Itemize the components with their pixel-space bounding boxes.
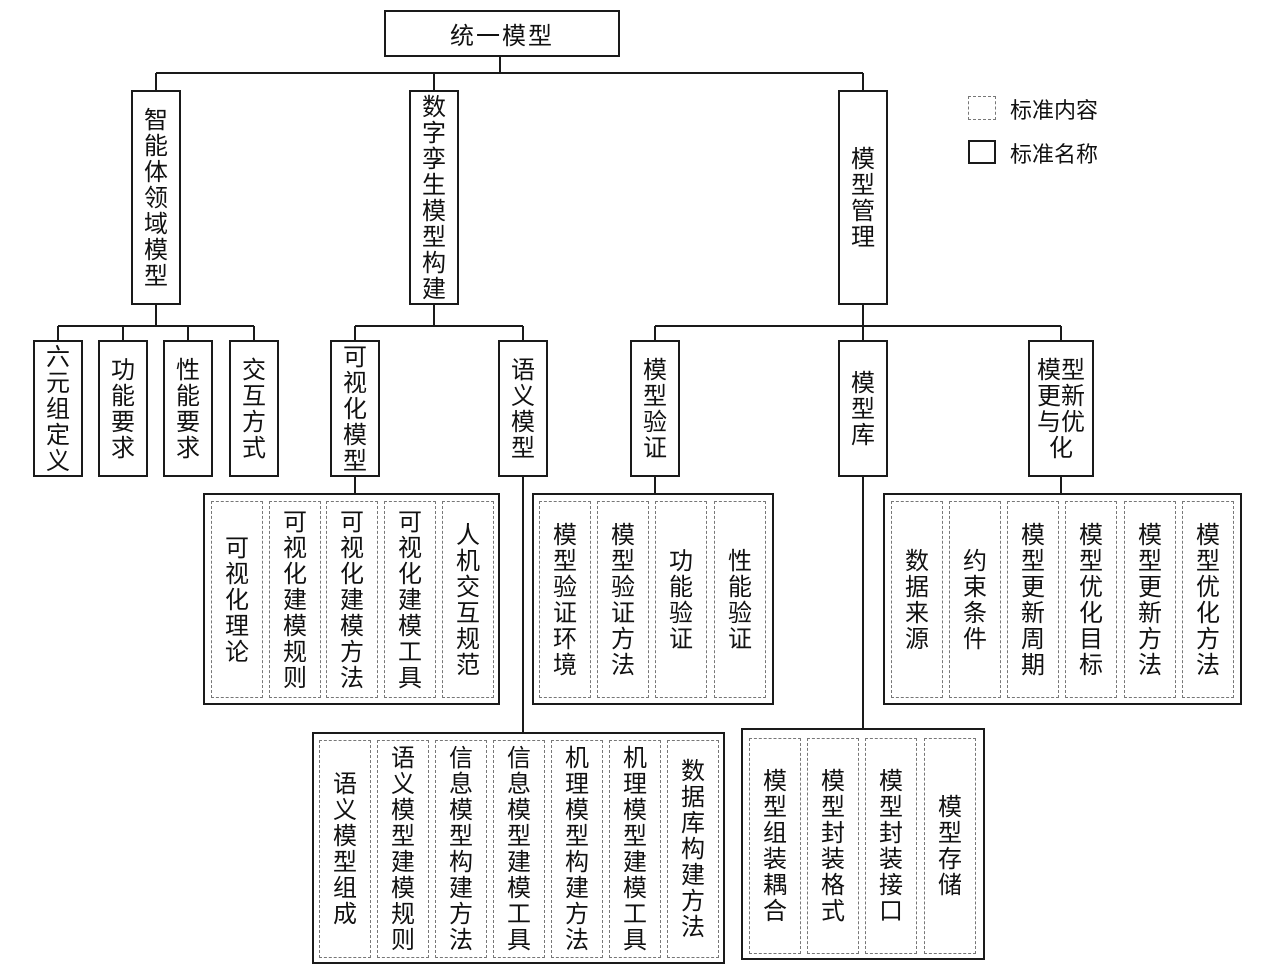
content-item-label: 可视化理论 (225, 533, 249, 666)
visual-model-node: 可视化模型 (330, 340, 380, 477)
content-item-label: 语义模型建模规则 (391, 744, 415, 954)
content-item: 功能验证 (655, 501, 707, 698)
content-item: 模型验证环境 (539, 501, 591, 698)
content-item-label: 模型验证环境 (553, 520, 577, 679)
content-item-label: 人机交互规范 (456, 520, 480, 679)
content-item: 机理模型构建方法 (551, 740, 603, 958)
model-update-node: 模型更新与优化 (1028, 340, 1094, 477)
content-item-label: 语义模型组成 (333, 770, 357, 928)
semantic-content-group: 语义模型组成 语义模型建模规则 信息模型构建方法 信息模型建模工具 机理模型构建… (312, 732, 725, 964)
legend-content-label: 标准内容 (1010, 99, 1099, 124)
model-library-node: 模型库 (838, 340, 888, 477)
content-item-label: 可视化建模方法 (340, 507, 364, 692)
model-management-label: 模型管理 (851, 144, 875, 251)
content-item-label: 模型存储 (938, 793, 962, 899)
content-item-label: 模型封装格式 (821, 767, 845, 925)
content-item-label: 模型更新周期 (1021, 520, 1045, 679)
semantic-model-node: 语义模型 (498, 340, 548, 477)
model-verification-label: 模型验证 (643, 355, 667, 462)
content-item: 模型组装耦合 (749, 738, 801, 954)
model-management-node: 模型管理 (838, 90, 888, 305)
content-item-label: 模型组装耦合 (763, 767, 787, 925)
legend-dashed-swatch (968, 96, 996, 120)
content-item-label: 模型优化方法 (1196, 520, 1220, 679)
content-item: 信息模型构建方法 (435, 740, 487, 958)
content-item-label: 模型验证方法 (611, 520, 635, 679)
library-content-group: 模型组装耦合 模型封装格式 模型封装接口 模型存储 (741, 728, 985, 960)
content-item-label: 机理模型构建方法 (565, 744, 589, 954)
content-item: 语义模型组成 (319, 740, 371, 958)
intelligent-child-node: 交互方式 (229, 340, 279, 477)
intelligent-child-label: 性能要求 (176, 355, 200, 462)
legend-name-label: 标准名称 (1010, 143, 1099, 168)
content-item: 人机交互规范 (442, 501, 494, 698)
content-item-label: 可视化建模规则 (283, 507, 307, 692)
content-item-label: 数据库构建方法 (681, 757, 705, 941)
content-item: 模型存储 (924, 738, 976, 954)
content-item: 模型优化目标 (1065, 501, 1117, 698)
content-item: 可视化建模方法 (326, 501, 378, 698)
content-item-label: 数据来源 (905, 546, 929, 653)
content-item: 模型更新方法 (1124, 501, 1176, 698)
content-item-label: 性能验证 (728, 546, 752, 653)
intelligent-child-label: 六元组定义 (46, 342, 70, 475)
semantic-model-label: 语义模型 (511, 355, 535, 462)
verification-content-group: 模型验证环境 模型验证方法 功能验证 性能验证 (532, 493, 774, 705)
content-item-label: 机理模型建模工具 (623, 744, 647, 954)
root-node: 统一模型 (384, 10, 620, 57)
content-item: 信息模型建模工具 (493, 740, 545, 958)
model-library-label: 模型库 (851, 368, 875, 449)
content-item: 模型封装接口 (865, 738, 917, 954)
content-item: 语义模型建模规则 (377, 740, 429, 958)
content-item-label: 模型更新方法 (1138, 520, 1162, 679)
intelligent-domain-node: 智能体领域模型 (131, 90, 181, 305)
content-item: 性能验证 (714, 501, 766, 698)
update-content-group: 数据来源 约束条件 模型更新周期 模型优化目标 模型更新方法 模型优化方法 (883, 493, 1242, 705)
visual-model-label: 可视化模型 (343, 342, 367, 475)
intelligent-child-label: 功能要求 (111, 355, 135, 462)
content-item: 模型验证方法 (597, 501, 649, 698)
root-label: 统一模型 (450, 22, 554, 50)
content-item: 机理模型建模工具 (609, 740, 661, 958)
content-item: 模型优化方法 (1182, 501, 1234, 698)
content-item-label: 信息模型建模工具 (507, 744, 531, 954)
model-update-label: 模型更新与优化 (1037, 355, 1085, 462)
content-item: 模型更新周期 (1007, 501, 1059, 698)
content-item: 可视化建模工具 (384, 501, 436, 698)
content-item: 可视化理论 (211, 501, 263, 698)
content-item: 可视化建模规则 (269, 501, 321, 698)
content-item-label: 模型封装接口 (879, 767, 903, 925)
content-item-label: 功能验证 (669, 546, 693, 653)
content-item: 约束条件 (949, 501, 1001, 698)
content-item: 数据来源 (891, 501, 943, 698)
intelligent-child-node: 性能要求 (163, 340, 213, 477)
legend-solid-swatch (968, 140, 996, 164)
digital-twin-node: 数字孪生模型构建 (409, 90, 459, 305)
content-item-label: 信息模型构建方法 (449, 744, 473, 954)
content-item-label: 约束条件 (963, 546, 987, 653)
intelligent-child-label: 交互方式 (242, 355, 266, 462)
content-item: 模型封装格式 (807, 738, 859, 954)
visual-content-group: 可视化理论 可视化建模规则 可视化建模方法 可视化建模工具 人机交互规范 (203, 493, 500, 705)
model-verification-node: 模型验证 (630, 340, 680, 477)
content-item: 数据库构建方法 (667, 740, 719, 958)
content-item-label: 可视化建模工具 (398, 507, 422, 692)
content-item-label: 模型优化目标 (1079, 520, 1103, 679)
intelligent-child-node: 六元组定义 (33, 340, 83, 477)
digital-twin-label: 数字孪生模型构建 (422, 92, 446, 303)
intelligent-child-node: 功能要求 (98, 340, 148, 477)
intelligent-domain-label: 智能体领域模型 (144, 105, 168, 290)
